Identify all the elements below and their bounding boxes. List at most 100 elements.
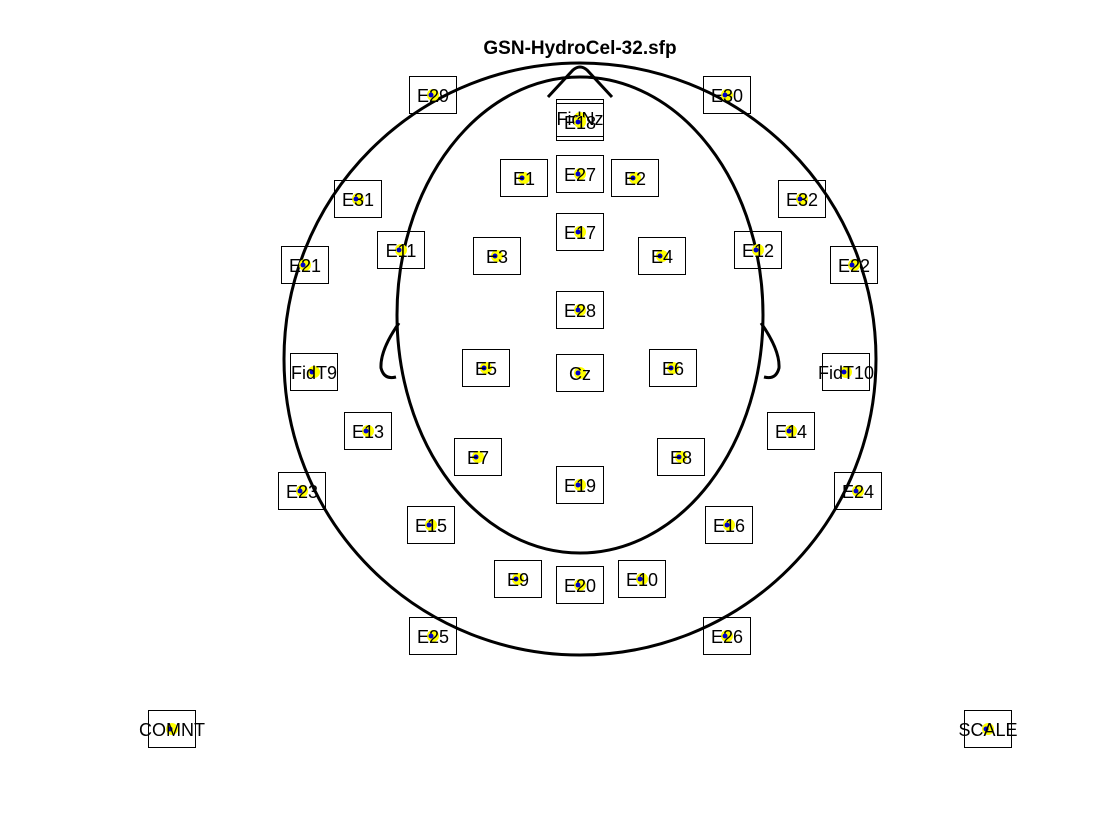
electrode-label: E27	[564, 165, 596, 185]
electrode-label: E7	[467, 448, 489, 468]
electrode-marker-center	[753, 247, 759, 253]
electrode-e4[interactable]: E4	[638, 237, 686, 275]
electrode-marker-center	[575, 482, 581, 488]
electrode-label: E16	[713, 516, 745, 536]
electrode-fidt9[interactable]: FidT9	[290, 353, 338, 391]
electrode-marker-center	[575, 307, 581, 313]
electrode-box	[964, 710, 1012, 748]
electrode-label: Cz	[569, 364, 591, 384]
electrode-e17[interactable]: E17	[556, 213, 604, 251]
electrode-e21[interactable]: E21	[281, 246, 329, 284]
nose	[546, 65, 614, 99]
electrode-label: E13	[352, 422, 384, 442]
electrode-marker-center	[428, 92, 434, 98]
electrode-e15[interactable]: E15	[407, 506, 455, 544]
electrode-e5[interactable]: E5	[462, 349, 510, 387]
electrode-e26[interactable]: E26	[703, 617, 751, 655]
electrode-marker-center	[668, 365, 674, 371]
electrode-marker-center	[513, 576, 519, 582]
electrode-box	[409, 76, 457, 114]
electrode-marker-center	[637, 576, 643, 582]
electrode-box	[705, 506, 753, 544]
electrode-label: E2	[624, 169, 646, 189]
electrode-box	[649, 349, 697, 387]
head-outline	[282, 61, 878, 657]
electrode-label: E25	[417, 627, 449, 647]
electrode-e3[interactable]: E3	[473, 237, 521, 275]
electrode-marker-center	[722, 92, 728, 98]
electrode-cz[interactable]: Cz	[556, 354, 604, 392]
electrode-box	[454, 438, 502, 476]
electrode-e6[interactable]: E6	[649, 349, 697, 387]
electrode-box	[281, 246, 329, 284]
electrode-marker-center	[575, 171, 581, 177]
electrode-box	[148, 710, 196, 748]
electrode-e25[interactable]: E25	[409, 617, 457, 655]
electrode-label: E28	[564, 301, 596, 321]
electrode-e9[interactable]: E9	[494, 560, 542, 598]
electrode-e29[interactable]: E29	[409, 76, 457, 114]
electrode-label: E14	[775, 422, 807, 442]
electrode-marker-center	[630, 175, 636, 181]
electrode-e8[interactable]: E8	[657, 438, 705, 476]
electrode-box	[822, 353, 870, 391]
electrode-box	[734, 231, 782, 269]
electrode-label: E4	[651, 247, 673, 267]
electrode-e32[interactable]: E32	[778, 180, 826, 218]
electrode-e1[interactable]: E1	[500, 159, 548, 197]
electrode-e31[interactable]: E31	[334, 180, 382, 218]
electrode-e10[interactable]: E10	[618, 560, 666, 598]
electrode-e7[interactable]: E7	[454, 438, 502, 476]
electrode-box	[556, 103, 604, 141]
electrode-e22[interactable]: E22	[830, 246, 878, 284]
electrode-e11[interactable]: E11	[377, 231, 425, 269]
electrode-box	[556, 566, 604, 604]
electrode-marker-center	[473, 454, 479, 460]
electrode-e13[interactable]: E13	[344, 412, 392, 450]
electrode-box	[500, 159, 548, 197]
electrode-marker-center	[396, 247, 402, 253]
electrode-box	[556, 466, 604, 504]
electrode-label: E26	[711, 627, 743, 647]
electrode-fidt10[interactable]: FidT10	[818, 353, 874, 391]
electrode-marker-center	[492, 253, 498, 259]
electrode-label: E15	[415, 516, 447, 536]
electrode-box	[409, 617, 457, 655]
electrode-box	[473, 237, 521, 275]
electrode-box	[611, 159, 659, 197]
right-ear	[759, 322, 781, 380]
electrode-e18[interactable]: E18	[556, 103, 604, 141]
electrode-e19[interactable]: E19	[556, 466, 604, 504]
electrode-e16[interactable]: E16	[705, 506, 753, 544]
electrode-box	[703, 76, 751, 114]
electrode-label: E11	[386, 241, 417, 261]
electrode-e12[interactable]: E12	[734, 231, 782, 269]
electrode-marker-center	[426, 522, 432, 528]
electrode-group: E29E30FidNzE18E1E27E2E31E32E17E11E3E4E12…	[139, 76, 1018, 748]
electrode-e28[interactable]: E28	[556, 291, 604, 329]
figure-title: GSN-HydroCel-32.sfp	[483, 38, 676, 59]
electrode-box	[767, 412, 815, 450]
electrode-comnt[interactable]: COMNT	[139, 710, 205, 748]
electrode-label: E17	[564, 223, 596, 243]
electrode-box	[834, 472, 882, 510]
electrode-marker-center	[722, 633, 728, 639]
electrode-e14[interactable]: E14	[767, 412, 815, 450]
electrode-label: E6	[662, 359, 684, 379]
electrode-e20[interactable]: E20	[556, 566, 604, 604]
electrode-box	[290, 353, 338, 391]
electrode-e2[interactable]: E2	[611, 159, 659, 197]
electrode-marker-center	[363, 428, 369, 434]
electrode-scale[interactable]: SCALE	[958, 710, 1018, 748]
electrode-box	[407, 506, 455, 544]
electrode-e23[interactable]: E23	[278, 472, 326, 510]
electrode-box	[377, 231, 425, 269]
electrode-e24[interactable]: E24	[834, 472, 882, 510]
electrode-marker-center	[983, 726, 989, 732]
electrode-e27[interactable]: E27	[556, 155, 604, 193]
electrode-label: E21	[289, 256, 321, 276]
electrode-box	[556, 354, 604, 392]
electrode-e30[interactable]: E30	[703, 76, 751, 114]
electrode-marker-center	[519, 175, 525, 181]
